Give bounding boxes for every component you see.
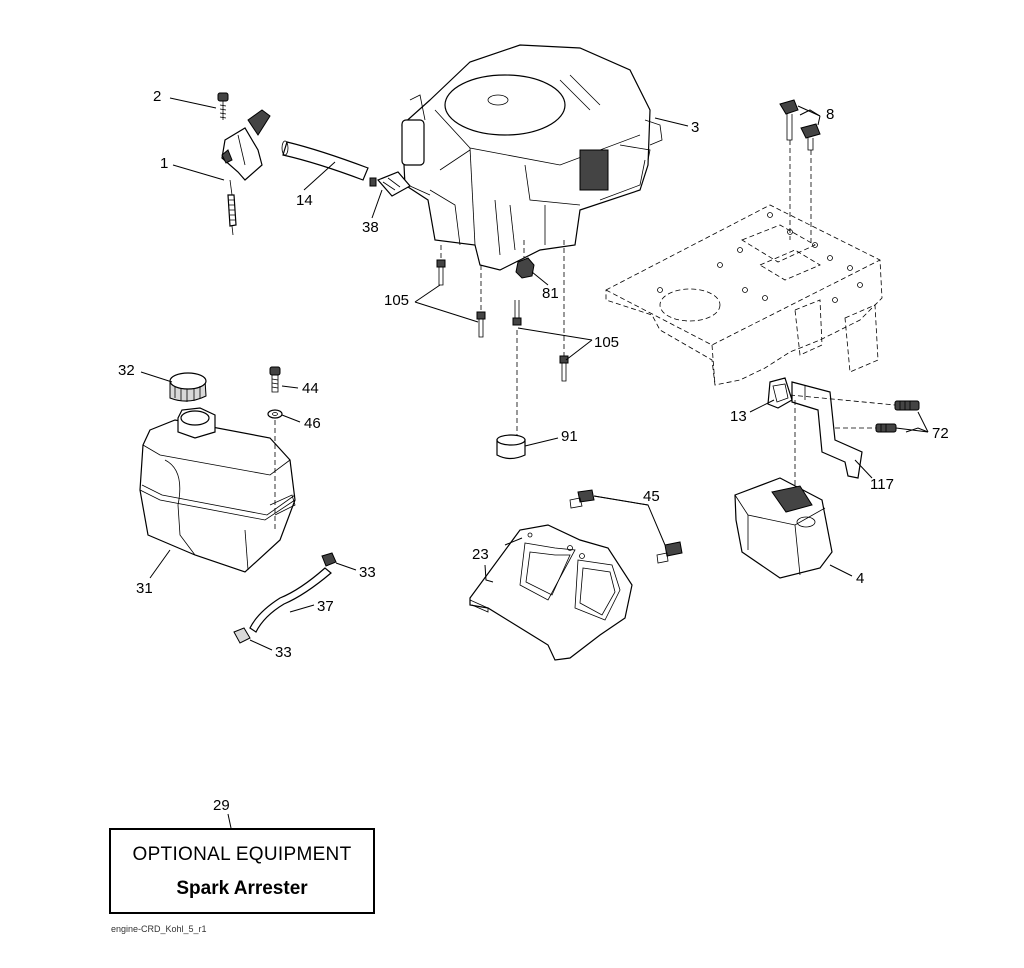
- screw-44: [269, 366, 281, 393]
- fuel-filter-38: [369, 171, 431, 197]
- optional-equipment-box: OPTIONAL EQUIPMENT Spark Arrester: [109, 828, 375, 914]
- bolts-8: [779, 99, 821, 245]
- exhaust-pipe-117: [791, 381, 863, 479]
- bolt-45-a: [569, 489, 595, 509]
- callout-117: 117: [870, 476, 894, 493]
- engine: [401, 44, 663, 271]
- gasket-13: [767, 377, 793, 409]
- throttle-control: [221, 109, 271, 236]
- callout-105-left: 105: [384, 292, 409, 309]
- drawing-file-id: engine-CRD_Kohl_5_r1: [111, 924, 207, 934]
- callout-14: 14: [296, 192, 313, 209]
- callout-23: 23: [472, 546, 489, 563]
- callout-4: 4: [856, 570, 864, 587]
- callout-91: 91: [561, 428, 578, 445]
- fuel-line-37: [249, 567, 332, 633]
- nut-81: [515, 240, 535, 279]
- washer-46: [267, 409, 283, 419]
- muffler-4: [734, 400, 833, 579]
- callout-37: 37: [317, 598, 334, 615]
- clamp-33-a: [321, 552, 337, 567]
- callout-1: 1: [160, 155, 168, 172]
- bolt-45-b: [656, 541, 683, 564]
- callout-44: 44: [302, 380, 319, 397]
- callout-8: 8: [826, 106, 834, 123]
- spark-arrester-label: Spark Arrester: [176, 878, 308, 899]
- spacer-91: [496, 434, 526, 460]
- chassis-frame: [605, 204, 883, 386]
- skid-plate-23: [469, 524, 633, 661]
- fuel-tank-31: [139, 407, 296, 573]
- bolts-72: [789, 394, 920, 433]
- callout-13: 13: [730, 408, 747, 425]
- callout-31: 31: [136, 580, 153, 597]
- callout-33-top: 33: [359, 564, 376, 581]
- callout-32: 32: [118, 362, 135, 379]
- screw-2: [217, 92, 229, 120]
- optional-equipment-title: OPTIONAL EQUIPMENT: [132, 844, 352, 865]
- bolt-105-c: [512, 300, 522, 326]
- bolt-105-d: [559, 240, 569, 382]
- callout-81: 81: [542, 285, 559, 302]
- callout-45: 45: [643, 488, 660, 505]
- callout-33-bottom: 33: [275, 644, 292, 661]
- callout-2: 2: [153, 88, 161, 105]
- fuel-line-14: [281, 140, 369, 181]
- callout-29: 29: [213, 797, 230, 814]
- fuel-cap-32: [169, 372, 207, 402]
- callout-72: 72: [932, 425, 949, 442]
- leader-lines: [140, 97, 929, 829]
- callout-3: 3: [691, 119, 699, 136]
- callout-38: 38: [362, 219, 379, 236]
- bolt-105-b: [476, 265, 486, 338]
- callout-105-right: 105: [594, 334, 619, 351]
- bolt-105-a: [436, 245, 446, 286]
- callout-46: 46: [304, 415, 321, 432]
- clamp-33-b: [233, 627, 251, 644]
